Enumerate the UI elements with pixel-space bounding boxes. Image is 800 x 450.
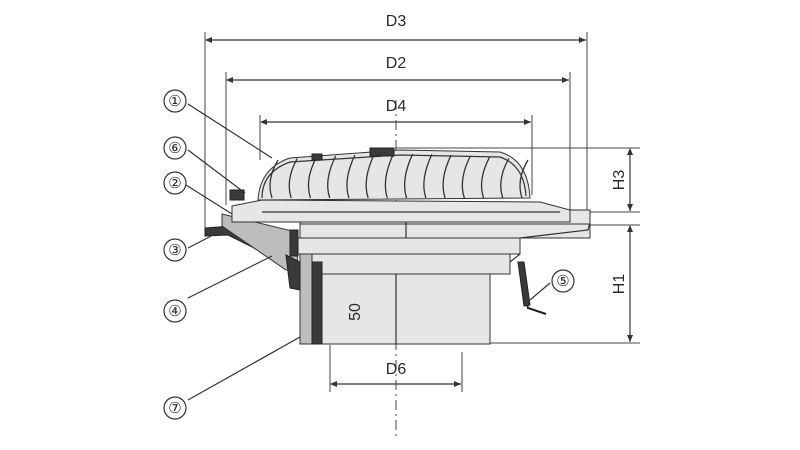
grate-rib: [423, 154, 433, 199]
grate-rib: [480, 156, 491, 199]
grate-rib: [365, 154, 375, 199]
label-d6: D6: [386, 361, 407, 378]
callout-5: ⑤: [556, 273, 569, 290]
grate-rib: [288, 158, 298, 199]
leader-lines: [185, 103, 551, 401]
callout-1: ①: [168, 93, 181, 110]
label-d4: D4: [386, 98, 407, 115]
grate-rib: [327, 155, 337, 199]
grate-rib: [519, 159, 529, 199]
callout-3: ③: [168, 242, 181, 259]
label-50: 50: [347, 303, 364, 321]
grate-rib: [442, 154, 452, 199]
callout-7: ⑦: [168, 400, 181, 417]
grate-rib: [500, 158, 510, 199]
grate-rib: [461, 155, 471, 199]
grate-rib: [307, 156, 318, 199]
callout-circles: [163, 89, 575, 420]
grate-rib: [403, 153, 414, 199]
label-d2: D2: [386, 55, 407, 72]
grate-rib: [269, 159, 279, 199]
grate-rib: [384, 153, 394, 199]
label-h3: H3: [611, 170, 628, 191]
label-h1: H1: [611, 274, 628, 295]
grate-rib: [346, 154, 356, 199]
leaf-guard: [231, 147, 571, 223]
callout-6: ⑥: [168, 140, 181, 157]
callout-4: ④: [168, 303, 181, 320]
drain-body: [297, 209, 591, 345]
callout-2: ②: [168, 175, 181, 192]
label-d3: D3: [386, 13, 407, 30]
left-section: [204, 189, 323, 345]
